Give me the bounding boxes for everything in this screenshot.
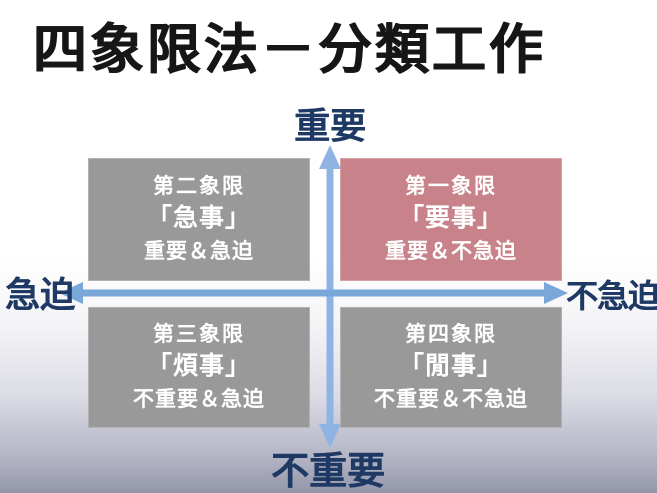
vertical-axis-arrow bbox=[319, 145, 341, 448]
quadrant-1-description: 重要＆不急迫 bbox=[385, 239, 517, 263]
quadrant-2-name: 第二象限 bbox=[153, 174, 245, 198]
quadrant-1-name: 第一象限 bbox=[405, 174, 497, 198]
axis-label-not-important: 不重要 bbox=[270, 451, 386, 493]
quadrant-4-box: 第四象限 「閒事」 不重要＆不急迫 bbox=[340, 307, 562, 428]
horizontal-axis-arrow bbox=[59, 282, 568, 304]
axis-label-urgent: 急迫 bbox=[5, 276, 76, 315]
quadrant-3-nickname: 「煩事」 bbox=[146, 352, 251, 381]
axis-label-important: 重要 bbox=[293, 105, 367, 146]
quadrant-4-name: 第四象限 bbox=[405, 322, 497, 346]
quadrant-4-nickname: 「閒事」 bbox=[398, 352, 503, 381]
quadrant-3-box: 第三象限 「煩事」 不重要＆急迫 bbox=[88, 307, 310, 428]
quadrant-1-box: 第一象限 「要事」 重要＆不急迫 bbox=[340, 158, 562, 281]
axis-label-not-urgent: 不急迫 bbox=[566, 278, 657, 314]
slide-title: 四象限法－分類工作 bbox=[33, 20, 546, 80]
quadrant-2-description: 重要＆急迫 bbox=[144, 239, 254, 263]
quadrant-3-description: 不重要＆急迫 bbox=[133, 387, 265, 411]
quadrant-4-description: 不重要＆不急迫 bbox=[374, 387, 528, 411]
quadrant-1-nickname: 「要事」 bbox=[398, 204, 503, 233]
quadrant-3-name: 第三象限 bbox=[153, 322, 245, 346]
quadrant-2-nickname: 「急事」 bbox=[146, 204, 251, 233]
right-arrowhead-icon bbox=[544, 282, 568, 304]
quadrant-2-box: 第二象限 「急事」 重要＆急迫 bbox=[88, 158, 310, 281]
